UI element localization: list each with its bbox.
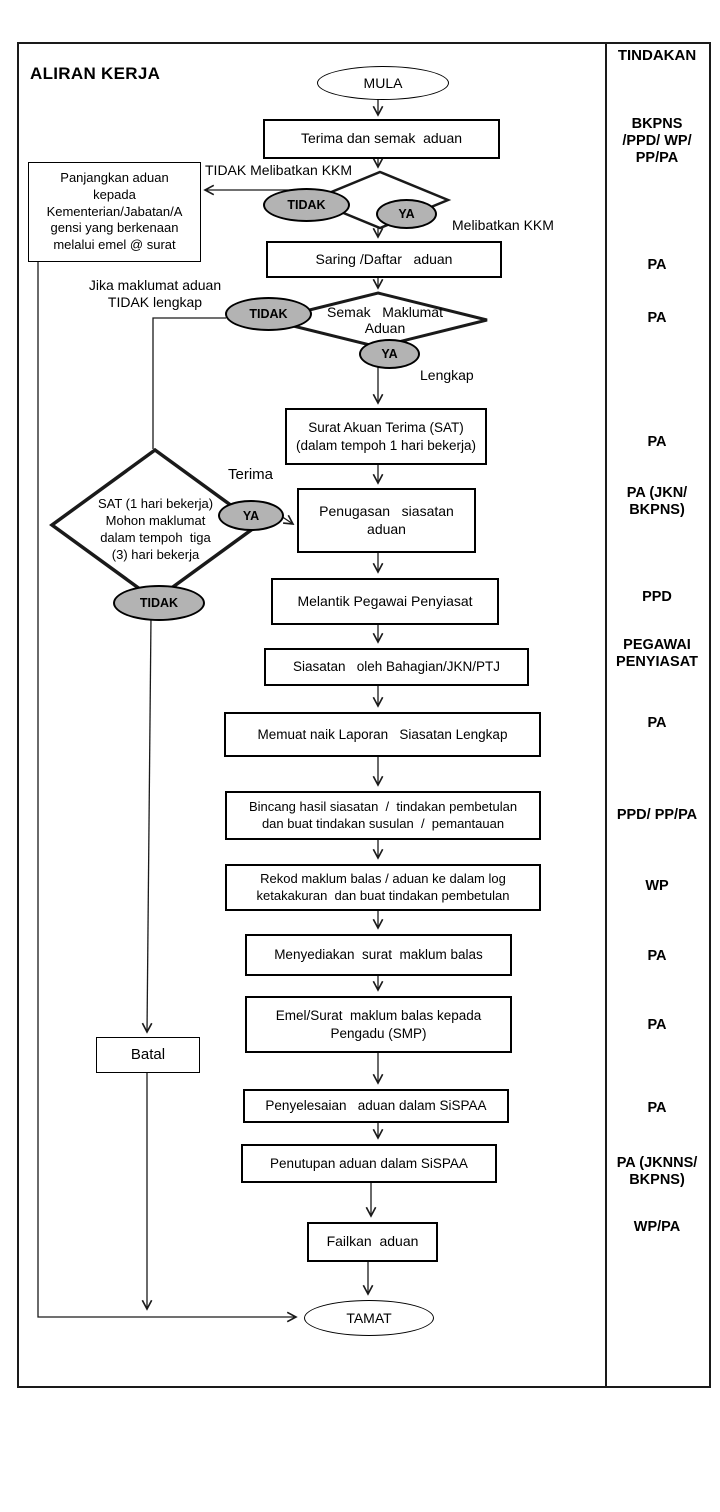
decision-semak-maklumat-label: Semak Maklumat Aduan (327, 304, 443, 336)
column-divider (605, 42, 607, 1386)
process-rekod-maklum-balas: Rekod maklum balas / aduan ke dalam log … (225, 864, 541, 911)
action-label-pa-7: PA (647, 1100, 667, 1116)
label-melibatkan-kkm: Melibatkan KKM (452, 217, 554, 233)
action-label-pegawai-penyiasat: PEGAWAI PENYIASAT (616, 637, 698, 670)
action-label-pa-4: PA (647, 715, 667, 731)
action-label-pa-6: PA (647, 1017, 667, 1033)
oval-ya-melibatkan: YA (376, 199, 437, 229)
process-memuat-naik-laporan: Memuat naik Laporan Siasatan Lengkap (224, 712, 541, 757)
outer-frame (17, 42, 711, 1388)
action-label-ppd-pp-pa: PPD/ PP/PA (616, 807, 698, 823)
process-saring-daftar-aduan: Saring /Daftar aduan (266, 241, 502, 278)
label-terima: Terima (228, 466, 274, 483)
oval-tidak-sat: TIDAK (113, 585, 205, 621)
action-label-pa-jkn-bkpns: PA (JKN/ BKPNS) (626, 485, 688, 518)
process-surat-akuan-terima: Surat Akuan Terima (SAT) (dalam tempoh 1… (285, 408, 487, 465)
action-label-wp: WP (645, 878, 669, 894)
process-melantik-pegawai-penyiasat: Melantik Pegawai Penyiasat (271, 578, 499, 625)
process-panjangkan-aduan: Panjangkan aduan kepada Kementerian/Jaba… (28, 162, 201, 262)
process-siasatan-oleh-bahagian: Siasatan oleh Bahagian/JKN/PTJ (264, 648, 529, 686)
end-terminator-tamat: TAMAT (304, 1300, 434, 1336)
process-bincang-hasil-siasatan: Bincang hasil siasatan / tindakan pembet… (225, 791, 541, 840)
process-emel-surat-maklum-balas: Emel/Surat maklum balas kepada Pengadu (… (245, 996, 512, 1053)
action-label-wp-pa: WP/PA (633, 1219, 681, 1235)
process-batal: Batal (96, 1037, 200, 1073)
actions-column-header: TINDAKAN (617, 47, 697, 64)
action-label-pa-jknns-bkpns: PA (JKNNS/ BKPNS) (616, 1155, 698, 1188)
label-jika-maklumat-tidak-lengkap: Jika maklumat aduan TIDAK lengkap (88, 277, 222, 310)
oval-tidak-melibatkan: TIDAK (263, 188, 350, 222)
decision-sat-label: SAT (1 hari bekerja) Mohon maklumat dala… (97, 496, 214, 562)
process-failkan-aduan: Failkan aduan (307, 1222, 438, 1262)
start-terminator-mula: MULA (317, 66, 449, 100)
action-label-pa-1: PA (647, 257, 667, 273)
action-label-ppd: PPD (642, 589, 672, 605)
action-label-pa-5: PA (647, 948, 667, 964)
process-menyediakan-surat: Menyediakan surat maklum balas (245, 934, 512, 976)
process-penutupan-aduan: Penutupan aduan dalam SiSPAA (241, 1144, 497, 1183)
oval-tidak-semak: TIDAK (225, 297, 312, 331)
page-title: ALIRAN KERJA (30, 64, 161, 83)
action-label-pa-3: PA (647, 434, 667, 450)
oval-ya-semak: YA (359, 339, 420, 369)
action-label-bkpns-ppd-wp-pp-pa: BKPNS /PPD/ WP/ PP/PA (622, 116, 692, 166)
oval-ya-sat: YA (218, 500, 284, 531)
action-label-pa-2: PA (647, 310, 667, 326)
process-terima-dan-semak-aduan: Terima dan semak aduan (263, 119, 500, 159)
label-lengkap: Lengkap (420, 367, 474, 383)
process-penugasan-siasatan: Penugasan siasatan aduan (297, 488, 476, 553)
process-penyelesaian-aduan: Penyelesaian aduan dalam SiSPAA (243, 1089, 509, 1123)
label-tidak-melibatkan-kkm: TIDAK Melibatkan KKM (205, 162, 353, 178)
